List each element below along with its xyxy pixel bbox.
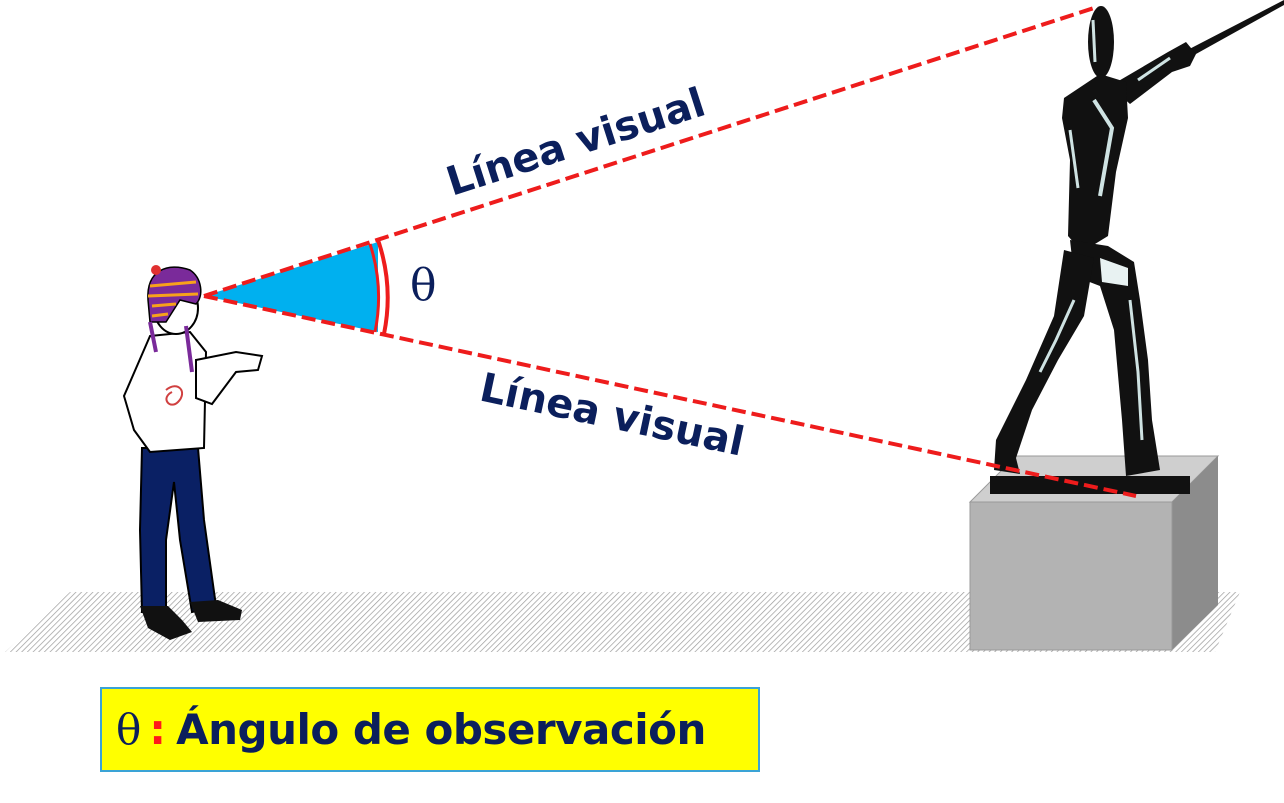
sight-line-upper-label: Línea visual <box>441 80 711 206</box>
sight-line-lower-label: Línea visual <box>476 365 748 466</box>
pedestal <box>968 455 1220 651</box>
fencer-statue <box>994 0 1284 476</box>
sight-line-upper <box>203 6 1095 298</box>
legend-separator: : <box>149 705 167 754</box>
angle-arc-outer <box>376 239 390 335</box>
ground-plane <box>5 592 1240 652</box>
sight-line-lower <box>203 294 1137 498</box>
angle-arc-inner <box>368 243 380 333</box>
angle-theta-label: θ <box>410 260 437 311</box>
legend-theta-symbol: θ <box>116 705 142 754</box>
observation-angle-wedge <box>204 242 378 332</box>
observer-figure <box>122 265 264 640</box>
legend-definition: Ángulo de observación <box>176 705 706 754</box>
legend-box: θ : Ángulo de observación <box>100 687 760 772</box>
